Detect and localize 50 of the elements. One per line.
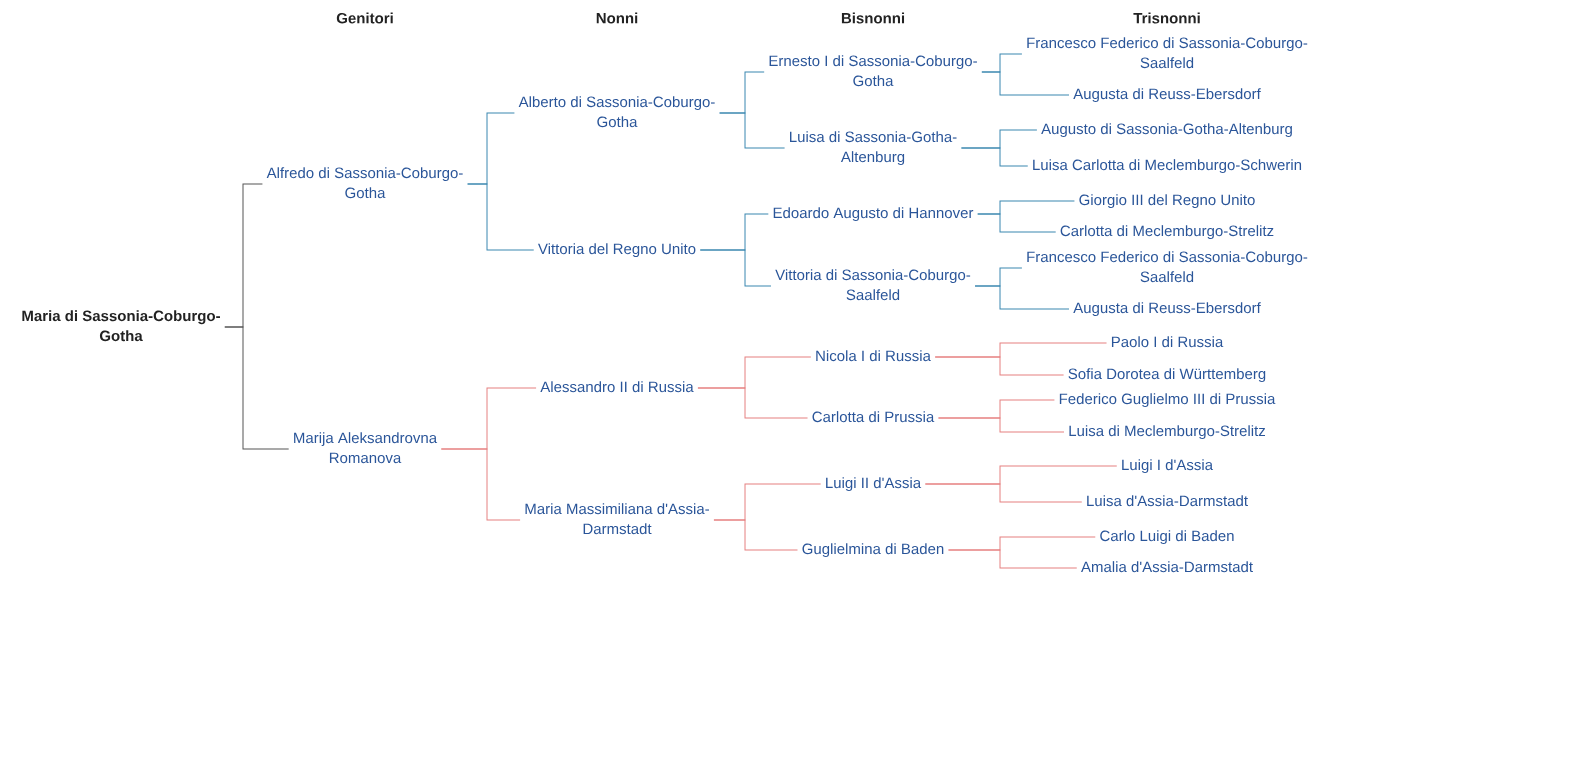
tree-connector <box>960 147 1029 167</box>
ancestor-name: Francesco Federico di Sassonia-Coburgo-Saalfeld <box>1027 251 1308 283</box>
ancestor-name: Alessandro II di Russia <box>540 381 694 393</box>
tree-connector <box>934 356 1065 376</box>
ancestor-name: Augusta di Reuss-Ebersdorf <box>1073 88 1261 103</box>
ancestor-name: Alfredo di Sassonia-Coburgo-Gotha <box>266 167 463 199</box>
tree-connector <box>948 549 1078 569</box>
column-header: Bisnonni <box>841 12 905 24</box>
ancestor-name: Luigi II d'Assia <box>826 477 922 492</box>
ancestor-name: Federico Guglielmo III di Prussia <box>1059 393 1276 408</box>
ancestor-name: Sofia Dorotea di Württemberg <box>1068 368 1266 383</box>
tree-connector <box>924 483 1083 503</box>
ancestor-name: Luisa di Sassonia-Gotha-Altenburg <box>790 131 957 166</box>
ancestor-name: Luisa di Meclemburgo-Strelitz <box>1069 425 1265 440</box>
column-header: Nonni <box>596 12 638 24</box>
tree-connector <box>713 519 798 551</box>
tree-connector <box>938 417 1065 433</box>
tree-connector <box>719 112 786 149</box>
tree-connector <box>981 71 1070 96</box>
tree-connector <box>699 249 772 287</box>
tree-connector <box>224 326 290 450</box>
tree-connector <box>697 387 809 419</box>
column-header: Genitori <box>336 12 393 24</box>
ancestor-name: Luisa Carlotta di Meclemburgo-Schwerin <box>1033 159 1302 174</box>
ancestor-name: Amalia d'Assia-Darmstadt <box>1081 561 1253 573</box>
ancestor-name: Edoardo Augusto di Hannover <box>773 207 974 222</box>
ancestor-name: Augusto di Sassonia-Gotha-Altenburg <box>1041 123 1292 138</box>
ancestor-name: Carlotta di Meclemburgo-Strelitz <box>1060 225 1274 240</box>
ancestor-name: Guglielmina di Baden <box>802 543 944 558</box>
ancestor-name: Luisa d'Assia-Darmstadt <box>1087 495 1248 507</box>
ancestor-name: Ernesto I di Sassonia-Coburgo-Gotha <box>769 55 977 87</box>
ancestor-name: Alberto di Sassonia-Coburgo-Gotha <box>518 96 715 128</box>
ancestor-name: Vittoria di Sassonia-Coburgo-Saalfeld <box>775 269 971 301</box>
ancestor-name: Luigi I d'Assia <box>1122 459 1214 474</box>
ancestor-name: Paolo I di Russia <box>1111 336 1224 348</box>
tree-connector <box>977 213 1057 233</box>
ancestor-name: Carlotta di Prussia <box>812 411 935 423</box>
tree-connector <box>467 183 535 251</box>
ancestor-name: Augusta di Reuss-Ebersdorf <box>1073 302 1261 317</box>
ancestor-name: Francesco Federico di Sassonia-Coburgo-Saalfeld <box>1027 37 1308 69</box>
tree-connector <box>440 448 521 521</box>
ancestor-name: Vittoria del Regno Unito <box>538 243 696 258</box>
ancestor-name: Maria Massimiliana d'Assia-Darmstadt <box>525 503 709 535</box>
tree-connector <box>974 285 1070 310</box>
person-name: Maria di Sassonia-Coburgo-Gotha <box>22 310 220 342</box>
column-header: Trisnonni <box>1133 12 1200 24</box>
ancestor-name: Giorgio III del Regno Unito <box>1079 194 1255 209</box>
ancestor-name: Marija Aleksandrovna Romanova <box>294 432 438 464</box>
ancestor-name: Nicola I di Russia <box>816 350 931 362</box>
ancestor-name: Carlo Luigi di Baden <box>1100 530 1234 545</box>
